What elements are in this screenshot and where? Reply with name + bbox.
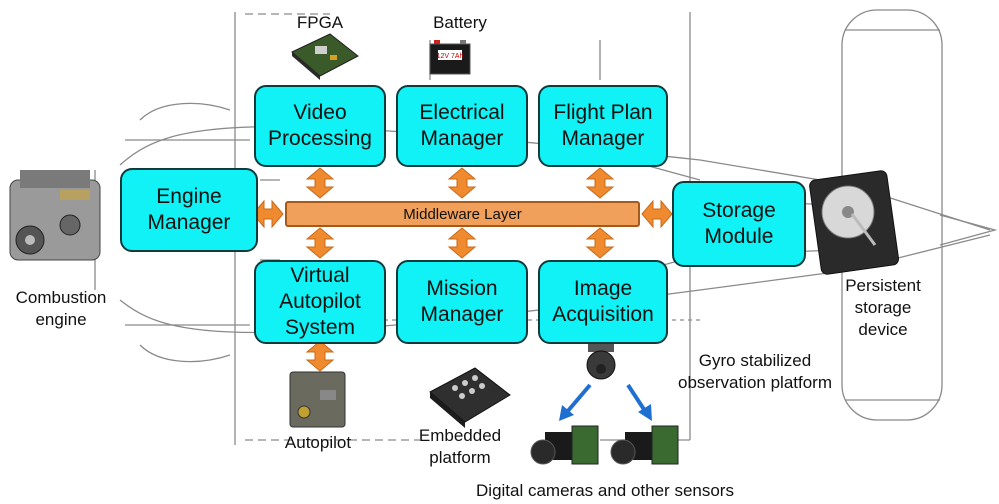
fpga-label: FPGA — [296, 13, 344, 32]
middleware-layer: Middleware Layer — [285, 201, 640, 227]
arrow-video-middleware — [306, 167, 334, 199]
battery-icon: 12V 7Ah — [429, 40, 471, 75]
arrow-autopilot-middleware — [306, 227, 334, 259]
storage-module: Storage Module — [672, 181, 806, 267]
camera-icon-right — [610, 425, 679, 465]
blue-arrow-left — [559, 383, 592, 421]
embedded-platform-label: Embedded platform — [418, 426, 502, 467]
arrow-mission-middleware — [448, 227, 476, 259]
arrow-storage-middleware — [641, 200, 673, 228]
embedded-platform-icon — [429, 367, 511, 428]
electrical-manager-module: Electrical Manager — [396, 85, 528, 167]
battery-label-text: 12V 7Ah — [437, 53, 464, 60]
autopilot-label: Autopilot — [284, 433, 352, 452]
combustion-engine-icon — [9, 170, 101, 261]
autopilot-icon — [289, 371, 346, 428]
mission-manager-module: Mission Manager — [396, 260, 528, 344]
virtual-autopilot-module: Virtual Autopilot System — [254, 260, 386, 344]
gyro-platform-icon — [586, 340, 616, 380]
hard-drive-icon — [809, 170, 900, 275]
storage-device-label: Persistent storage device — [845, 276, 921, 339]
arrow-autopilot-hardware — [306, 340, 334, 372]
battery-label: Battery — [433, 13, 487, 32]
gyro-platform-label: Gyro stabilized observation platform — [677, 351, 833, 392]
arrow-image-middleware — [586, 227, 614, 259]
cameras-label: Digital cameras and other sensors — [476, 481, 734, 500]
arrow-electrical-middleware — [448, 167, 476, 199]
engine-manager-module: Engine Manager — [120, 168, 258, 252]
video-processing-module: Video Processing — [254, 85, 386, 167]
arrow-flightplan-middleware — [586, 167, 614, 199]
camera-icon-left — [530, 425, 599, 465]
flight-plan-manager-module: Flight Plan Manager — [538, 85, 668, 167]
combustion-engine-label: Combustion engine — [15, 288, 107, 329]
image-acquisition-module: Image Acquisition — [538, 260, 668, 344]
fpga-icon — [291, 33, 359, 80]
blue-arrow-right — [626, 383, 652, 421]
